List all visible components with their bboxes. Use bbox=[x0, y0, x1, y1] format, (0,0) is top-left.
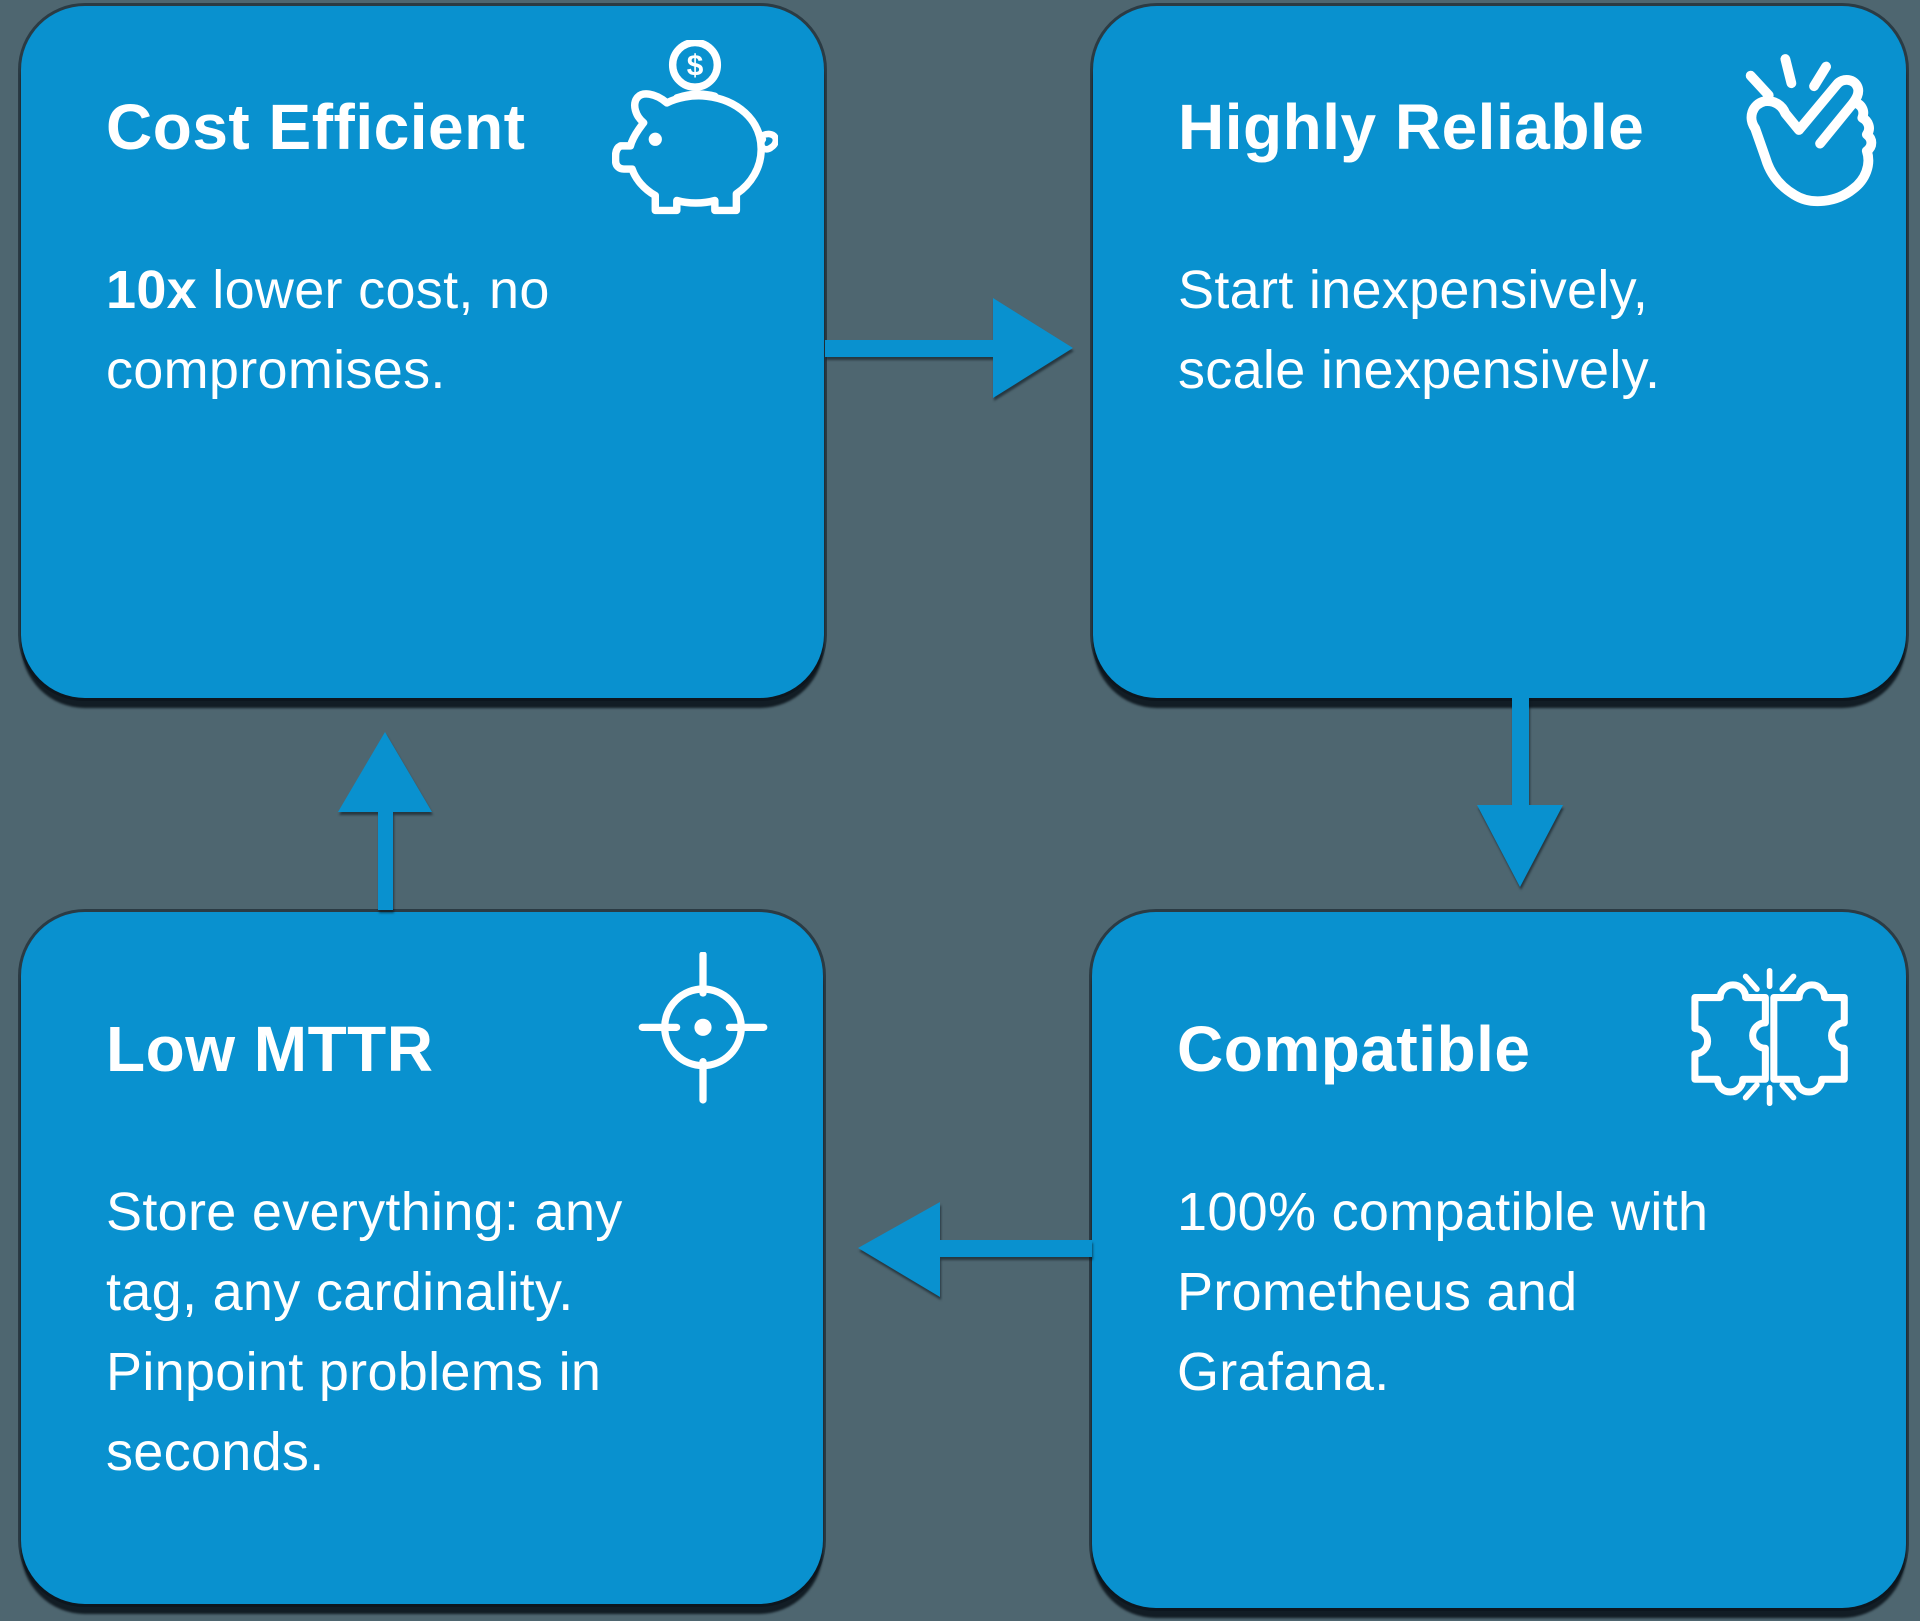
puzzle-pieces-icon bbox=[1678, 966, 1864, 1108]
card-body-low-mttr: Store everything: any tag, any cardinali… bbox=[106, 1172, 783, 1492]
card-low-mttr: Low MTTR Store everything: any tag, any … bbox=[21, 912, 823, 1604]
card-title-highly-reliable: Highly Reliable bbox=[1178, 91, 1645, 163]
body-bold-text: 10x bbox=[106, 260, 197, 320]
coin-dollar-symbol: $ bbox=[687, 50, 704, 83]
arrow-down bbox=[1477, 697, 1563, 887]
card-body-highly-reliable: Start inexpensively, scale inexpensively… bbox=[1178, 250, 1866, 410]
card-cost-efficient: Cost Efficient 10x lower cost, no compro… bbox=[21, 6, 824, 698]
piggy-bank-icon: $ bbox=[612, 40, 778, 222]
arrow-right bbox=[825, 298, 1073, 398]
card-title-low-mttr: Low MTTR bbox=[106, 1013, 434, 1085]
arrow-up bbox=[338, 732, 432, 910]
card-highly-reliable: Highly Reliable Start inexpensively, sca… bbox=[1093, 6, 1906, 698]
body-text: 100% compatible with Prometheus and Graf… bbox=[1177, 1182, 1709, 1402]
card-title-cost-efficient: Cost Efficient bbox=[106, 91, 526, 163]
body-text: Store everything: any tag, any cardinali… bbox=[106, 1182, 623, 1482]
card-body-cost-efficient: 10x lower cost, no compromises. bbox=[106, 250, 784, 410]
card-compatible: Compatible 100% compatible with Promethe… bbox=[1092, 912, 1906, 1608]
snap-fingers-icon bbox=[1732, 50, 1884, 216]
body-text: lower cost, no compromises. bbox=[106, 260, 550, 400]
card-body-compatible: 100% compatible with Prometheus and Graf… bbox=[1177, 1172, 1866, 1412]
crosshair-target-icon bbox=[637, 952, 769, 1104]
body-text: Start inexpensively, scale inexpensively… bbox=[1178, 260, 1661, 400]
card-title-compatible: Compatible bbox=[1177, 1013, 1531, 1085]
arrow-left bbox=[858, 1202, 1092, 1297]
